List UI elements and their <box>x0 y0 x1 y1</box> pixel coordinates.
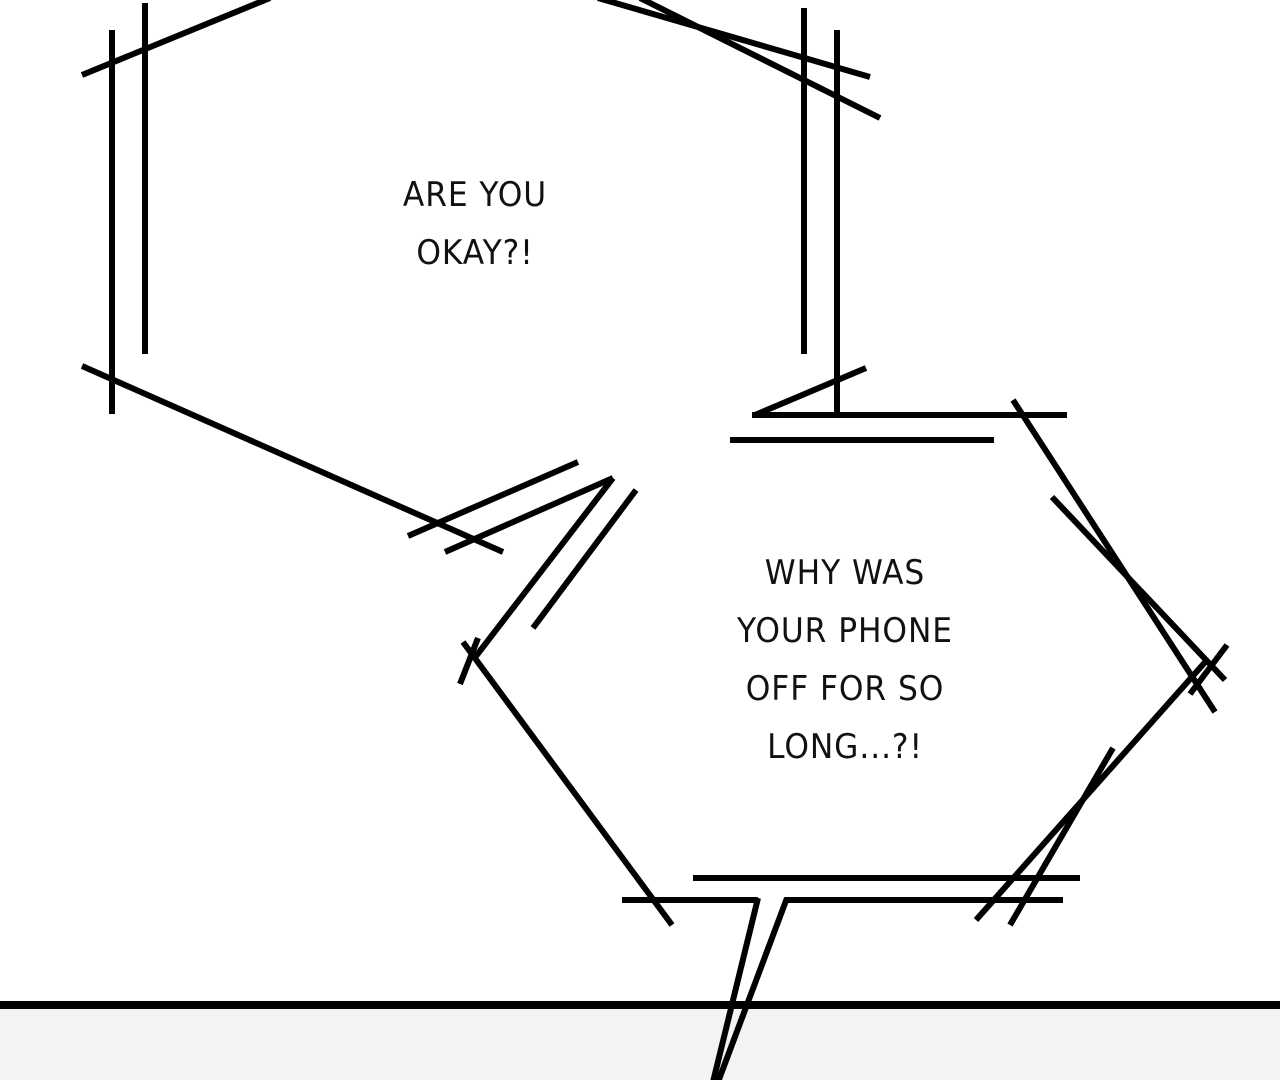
bubble-1-text: ARE YOU OKAY?! <box>342 166 609 282</box>
bubble-1-line: ARE YOU <box>402 175 548 215</box>
bubble-1-line: OKAY?! <box>416 233 534 273</box>
bubble-2-line: LONG...?! <box>767 727 923 767</box>
bubble-2-outline <box>457 365 1230 1080</box>
bubble-1-outline <box>80 0 882 555</box>
bubble-2-line: WHY WAS <box>764 553 926 593</box>
bubble-2-line: OFF FOR SO <box>745 669 945 709</box>
bubble-2-text: WHY WAS YOUR PHONE OFF FOR SO LONG...?! <box>693 544 997 776</box>
panel-gutter <box>0 1008 1280 1080</box>
bubble-2-line: YOUR PHONE <box>737 611 953 651</box>
